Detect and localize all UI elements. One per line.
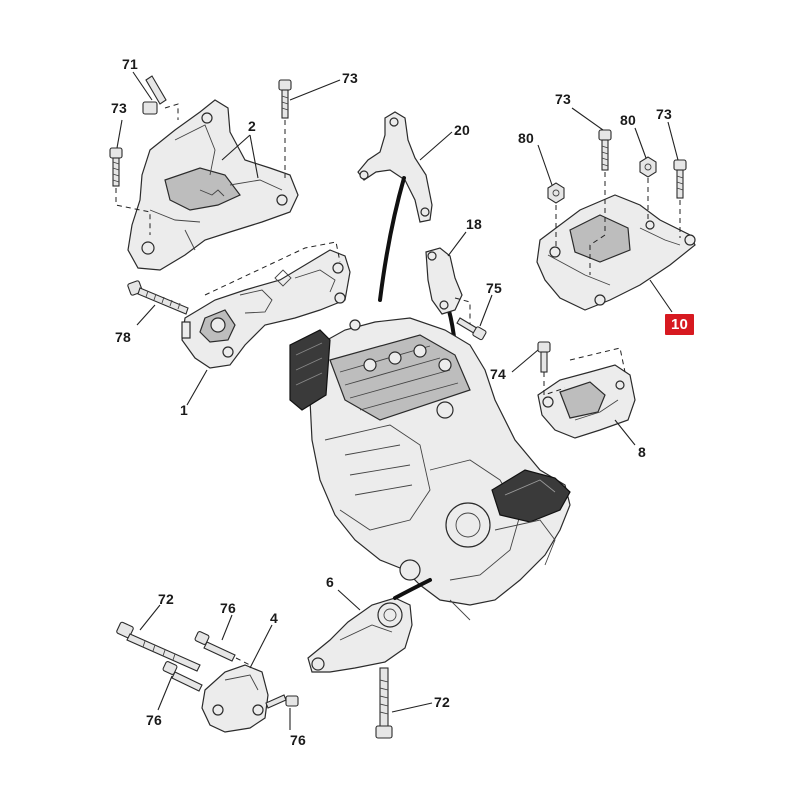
engine-assembly <box>289 317 571 621</box>
bolt-73-left <box>109 147 123 187</box>
nut-80-left <box>547 182 565 204</box>
bolt-74 <box>537 341 551 373</box>
part-6-torque-rod <box>307 597 413 673</box>
bolt-76-top <box>194 631 236 662</box>
callout-73-right-a: 73 <box>555 91 571 107</box>
part-18-bracket <box>425 247 463 315</box>
bolt-73-right-b <box>673 159 687 199</box>
callout-80-left: 80 <box>518 130 534 146</box>
callout-80-right: 80 <box>620 112 636 128</box>
callout-73-left: 73 <box>111 100 127 116</box>
callout-10-highlighted: 10 <box>665 314 695 335</box>
nut-80-right <box>639 156 657 178</box>
callout-73-right-b: 73 <box>656 106 672 122</box>
callout-4: 4 <box>270 610 278 626</box>
part-2-upper-mount-bracket <box>127 99 299 271</box>
callout-76-top: 76 <box>220 600 236 616</box>
bolt-72-bottom <box>375 667 393 739</box>
leader-lines <box>116 71 679 730</box>
callout-72-left: 72 <box>158 591 174 607</box>
part-4-bracket <box>201 664 269 733</box>
callout-1: 1 <box>180 402 188 418</box>
callout-73-top: 73 <box>342 70 358 86</box>
bolt-76-left <box>162 661 203 692</box>
callout-71: 71 <box>122 56 138 72</box>
callout-78: 78 <box>115 329 131 345</box>
callout-76-bottom: 76 <box>290 732 306 748</box>
part-20-bracket <box>357 111 433 223</box>
callout-75: 75 <box>486 280 502 296</box>
part-8-mount <box>537 364 636 439</box>
part-1-lower-mount <box>181 249 351 369</box>
callout-8: 8 <box>638 444 646 460</box>
callout-18: 18 <box>466 216 482 232</box>
callout-74: 74 <box>490 366 506 382</box>
bolt-73-top <box>278 79 292 119</box>
bolt-75 <box>456 317 487 341</box>
callout-6: 6 <box>326 574 334 590</box>
callout-20: 20 <box>454 122 470 138</box>
callout-76-left: 76 <box>146 712 162 728</box>
callout-72-bottom: 72 <box>434 694 450 710</box>
hose-lower <box>393 578 432 600</box>
bolt-76-bottom <box>265 694 299 709</box>
bolt-72-left <box>116 621 201 672</box>
bolt-73-right-a <box>598 129 612 171</box>
part-10-mount-tray <box>536 194 696 311</box>
hose-left <box>378 176 406 302</box>
bolt-71 <box>142 75 167 115</box>
callout-2: 2 <box>248 118 256 134</box>
bolt-78 <box>127 280 189 315</box>
